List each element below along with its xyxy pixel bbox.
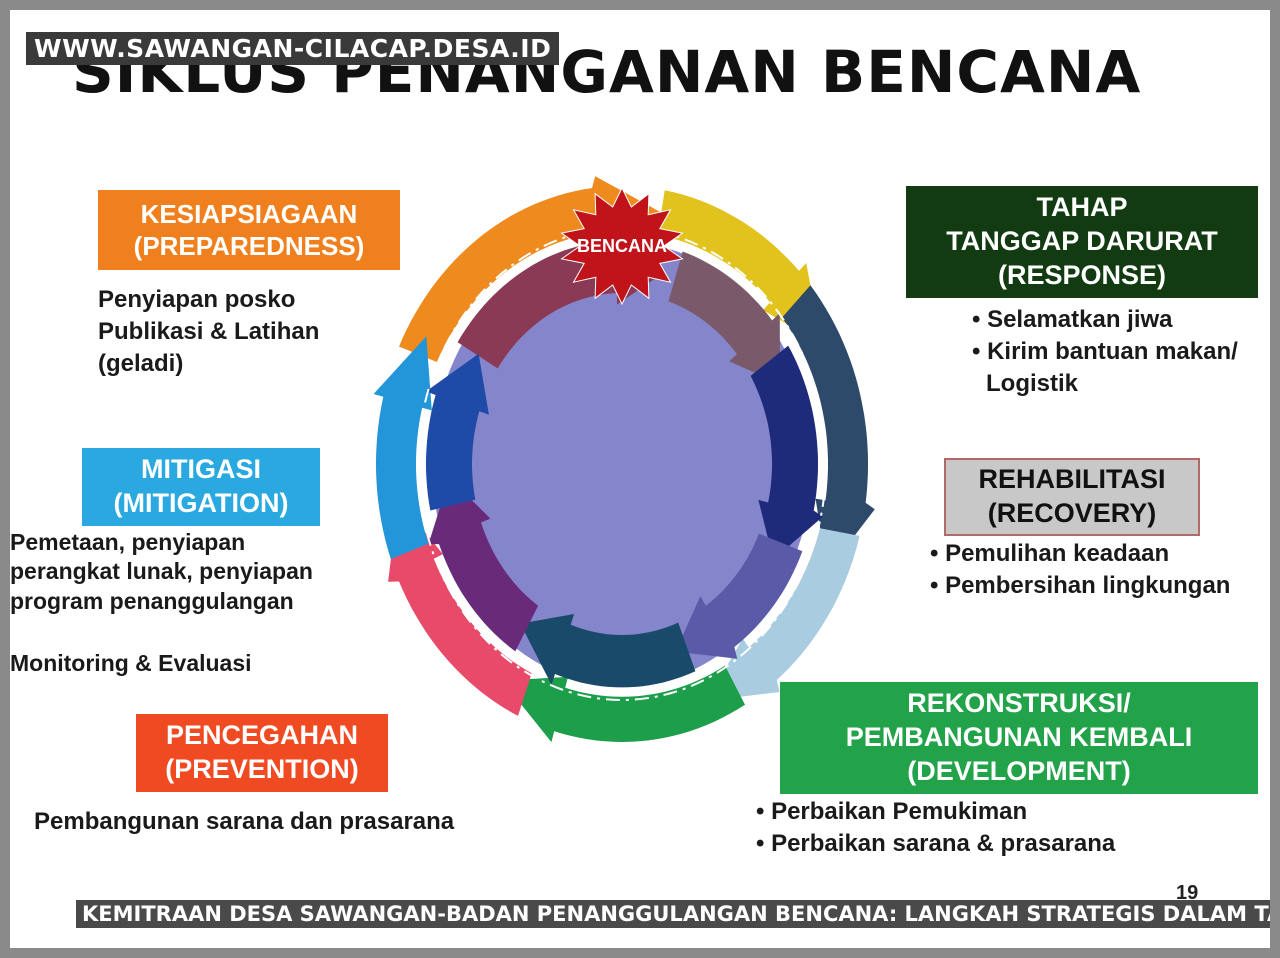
outer-cycle-arrow <box>657 190 822 345</box>
stage-prevention-box: PENCEGAHAN (PREVENTION) <box>136 714 388 792</box>
stage-mitigation-subtitle: (MITIGATION) <box>113 488 289 518</box>
stage-preparedness-title: KESIAPSIAGAAN <box>140 198 358 229</box>
inner-cycle-arrow <box>428 477 539 652</box>
stage-response-box: TAHAP TANGGAP DARURAT (RESPONSE) <box>906 186 1258 298</box>
stage-response-text-cont: Logistik <box>986 370 1079 397</box>
stage-development-title: REKONSTRUKSI/ <box>907 688 1131 719</box>
page-number: 19 <box>1176 882 1199 904</box>
inner-cycle-arrow <box>668 251 780 384</box>
list-item: (geladi) <box>98 349 184 377</box>
stage-recovery-subtitle: (RECOVERY) <box>987 498 1157 528</box>
list-item: Perbaikan Pemukiman <box>756 796 1115 828</box>
list-item: program penanggulangan <box>10 587 294 614</box>
stage-preparedness-box: KESIAPSIAGAAN (PREPAREDNESS) <box>98 190 400 270</box>
list-item: Pembangunan sarana dan prasarana <box>34 808 455 835</box>
stage-recovery-title: REHABILITASI <box>978 464 1166 495</box>
list-item: Pemulihan keadaan <box>930 538 1230 570</box>
inner-cycle-arrow <box>520 614 696 688</box>
stage-prevention-subtitle: (PREVENTION) <box>165 754 359 784</box>
outer-cycle-arrow <box>388 499 532 716</box>
outer-cycle-arrow <box>502 665 745 743</box>
outer-cycle-arrow <box>373 336 432 560</box>
stage-prevention-title: PENCEGAHAN <box>165 720 359 751</box>
list-item: perangkat lunak, penyiapan <box>10 558 313 585</box>
outer-cycle-arrow <box>782 285 875 572</box>
center-label: BENCANA <box>577 236 667 256</box>
disaster-cycle-diagram: BENCANA <box>373 176 875 743</box>
inner-cycle-arrow <box>675 533 803 659</box>
stage-preparedness-text: Penyiapan posko Publikasi & Latihan (gel… <box>98 284 319 380</box>
stage-response-title-line2: TANGGAP DARURAT <box>946 226 1218 257</box>
slide: SIKLUS PENANGANAN BENCANA WWW.SAWANGAN-C… <box>10 10 1270 948</box>
stage-preparedness-subtitle: (PREPAREDNESS) <box>133 231 365 261</box>
watermark-banner: WWW.SAWANGAN-CILACAP.DESA.ID <box>26 32 560 65</box>
caption-banner: KEMITRAAN DESA SAWANGAN-BADAN PENANGGULA… <box>76 900 1270 928</box>
stage-prevention-text: Pembangunan sarana dan prasarana <box>34 806 454 838</box>
stage-response-subtitle: (RESPONSE) <box>997 259 1167 290</box>
disaster-burst-icon <box>560 186 684 306</box>
stage-recovery-box: REHABILITASI (RECOVERY) <box>944 458 1200 536</box>
inner-cycle-arrow <box>426 353 489 511</box>
stage-response-text: Selamatkan jiwa Kirim bantuan makan/ <box>972 304 1238 368</box>
list-item: Pemetaan, penyiapan <box>10 529 246 555</box>
stage-recovery-text: Pemulihan keadaan Pembersihan lingkungan <box>930 538 1230 602</box>
stage-development-text: Perbaikan Pemukiman Perbaikan sarana & p… <box>756 796 1115 860</box>
list-item: Publikasi & Latihan <box>98 317 320 345</box>
stage-development-title-line2: PEMBANGUNAN KEMBALI <box>845 722 1193 753</box>
stage-response-title: TAHAP <box>1036 192 1128 223</box>
stage-development-subtitle: (DEVELOPMENT) <box>907 755 1131 786</box>
stage-development-box: REKONSTRUKSI/ PEMBANGUNAN KEMBALI (DEVEL… <box>780 682 1258 794</box>
stage-mitigation-title: MITIGASI <box>141 454 261 485</box>
list-item: Kirim bantuan makan/ <box>972 336 1238 368</box>
stage-mitigation-box: MITIGASI (MITIGATION) <box>82 448 320 526</box>
list-item: Perbaikan sarana & prasarana <box>756 828 1115 860</box>
inner-cycle-arrow <box>750 345 823 560</box>
list-item: Penyiapan posko <box>98 286 296 313</box>
stage-mitigation-extra: Monitoring & Evaluasi <box>10 650 252 676</box>
cycle-center-disc <box>432 242 812 686</box>
list-item: Pembersihan lingkungan <box>930 570 1230 602</box>
outer-cycle-arrow <box>706 528 860 701</box>
stage-mitigation-text: Pemetaan, penyiapan perangkat lunak, pen… <box>10 528 313 616</box>
list-item: Selamatkan jiwa <box>972 304 1238 336</box>
